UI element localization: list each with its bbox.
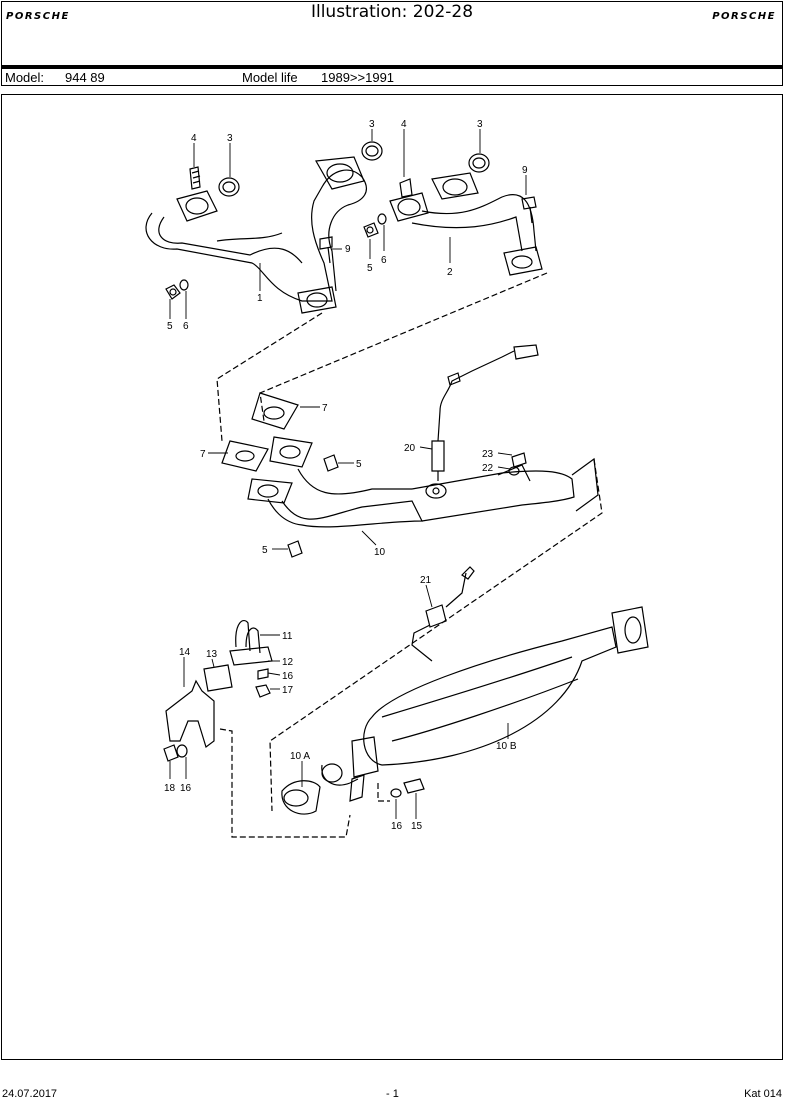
sensor-lead: [411, 566, 475, 662]
callout-9: 9: [345, 244, 351, 255]
callout-21: 21: [420, 575, 432, 586]
callout-22: 22: [482, 463, 494, 474]
model-info-bar: Model: 944 89 Model life 1989>>1991: [1, 66, 783, 86]
callout-23: 23: [482, 449, 494, 460]
callout-10: 10: [374, 547, 386, 558]
callout-6: 6: [381, 255, 387, 266]
exploded-parts-drawing: 4 3 3 4 3 9 9 5 6 2 1 5 6 7 7 20 23 22 5…: [1, 94, 783, 1060]
callout-5: 5: [167, 321, 173, 332]
model-life-label: Model life: [242, 70, 298, 85]
callout-4: 4: [401, 119, 407, 130]
callout-16: 16: [391, 821, 403, 832]
manifold-left: [145, 156, 367, 314]
oxygen-sensor: [431, 344, 539, 481]
brand-logo-right: PORSCHE: [712, 11, 776, 22]
callout-leaders: [169, 129, 527, 819]
callout-1: 1: [257, 293, 263, 304]
footer-page-number: - 1: [386, 1088, 399, 1100]
callout-9: 9: [522, 165, 528, 176]
manifold-right: [389, 153, 543, 276]
callout-7: 7: [200, 449, 206, 460]
callout-12: 12: [282, 657, 294, 668]
callout-10b: 10 B: [496, 741, 517, 752]
footer-date: 24.07.2017: [2, 1088, 58, 1100]
callout-16: 16: [282, 671, 294, 682]
brand-logo-left: PORSCHE: [6, 11, 70, 22]
callout-labels: 4 3 3 4 3 9 9 5 6 2 1 5 6 7 7 20 23 22 5…: [164, 119, 528, 832]
callout-11: 11: [282, 631, 293, 642]
callout-14: 14: [179, 647, 191, 658]
callout-5: 5: [262, 545, 268, 556]
callout-20: 20: [404, 443, 416, 454]
fasteners-top-left: [165, 141, 387, 300]
callout-2: 2: [447, 267, 453, 278]
callout-18: 18: [164, 783, 176, 794]
callout-5: 5: [356, 459, 362, 470]
header-box: PORSCHE Illustration: 202-28 PORSCHE: [1, 1, 783, 66]
callout-13: 13: [206, 649, 218, 660]
page-title: Illustration: 202-28: [310, 2, 474, 22]
front-pipe: [221, 392, 599, 558]
model-value: 944 89: [65, 70, 105, 85]
catalytic-converter: [281, 606, 649, 815]
callout-10a: 10 A: [290, 751, 310, 762]
mounting-hardware: [163, 619, 425, 798]
footer-catalog: Kat 014: [744, 1088, 782, 1100]
callout-6: 6: [183, 321, 189, 332]
callout-3: 3: [227, 133, 233, 144]
callout-16: 16: [180, 783, 192, 794]
callout-3: 3: [369, 119, 375, 130]
callout-7: 7: [322, 403, 328, 414]
callout-3: 3: [477, 119, 483, 130]
callout-5: 5: [367, 263, 373, 274]
model-label: Model:: [5, 70, 45, 85]
callout-15: 15: [411, 821, 423, 832]
callout-17: 17: [282, 685, 294, 696]
callout-4: 4: [191, 133, 197, 144]
model-life-value: 1989>>1991: [321, 70, 395, 85]
parts-diagram: 4 3 3 4 3 9 9 5 6 2 1 5 6 7 7 20 23 22 5…: [145, 119, 649, 838]
